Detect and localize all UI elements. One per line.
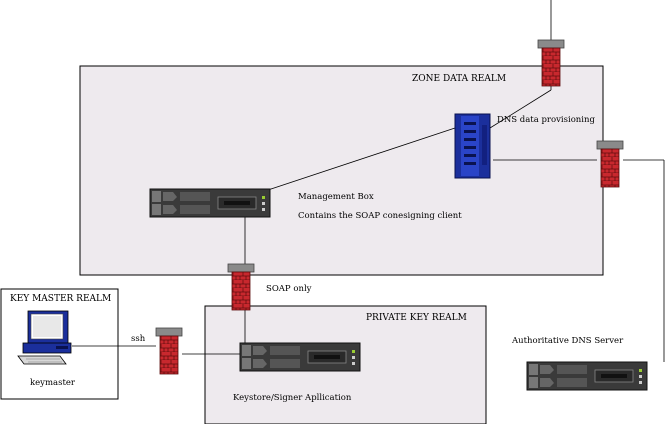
zone-data-realm-box	[79, 65, 604, 276]
ssh-label: ssh	[131, 334, 146, 344]
key-master-realm-title: KEY MASTER REALM	[10, 294, 112, 304]
management-box-label: Management Box	[298, 192, 374, 202]
keystore-server	[239, 342, 361, 372]
management-box-server	[149, 188, 271, 218]
firewall-soap	[227, 263, 255, 311]
dns-provisioning-tower	[454, 113, 491, 179]
zone-data-realm-title: ZONE DATA REALM	[412, 74, 507, 84]
authoritative-dns-server	[526, 361, 648, 391]
keymaster-label: keymaster	[30, 378, 75, 388]
keymaster-computer-icon	[17, 310, 72, 365]
firewall-top	[537, 39, 565, 87]
private-key-realm-title: PRIVATE KEY REALM	[366, 313, 467, 323]
firewall-right	[596, 140, 624, 188]
soap-only-label: SOAP only	[266, 284, 312, 294]
firewall-ssh	[155, 327, 183, 375]
authoritative-dns-label: Authoritative DNS Server	[512, 336, 624, 346]
soap-client-label: Contains the SOAP conesigning client	[298, 211, 462, 221]
dns-provisioning-label: DNS data provisioning	[497, 115, 595, 125]
keystore-label: Keystore/Signer Apllication	[233, 393, 352, 403]
